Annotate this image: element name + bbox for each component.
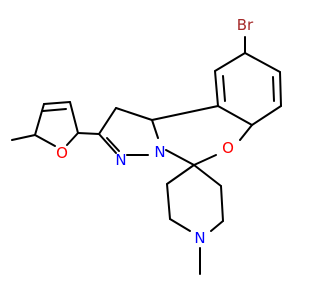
bond xyxy=(98,133,117,154)
bond xyxy=(151,105,219,121)
atom-label-n-pyrazoline: N xyxy=(115,151,126,169)
bond xyxy=(193,164,222,187)
bond xyxy=(34,134,56,147)
bromine-label: Br xyxy=(237,16,254,34)
bond xyxy=(217,105,253,126)
ring-nitrogen-label: N xyxy=(154,143,165,161)
atom-label-n-ring: N xyxy=(154,143,165,161)
bond xyxy=(165,149,195,166)
bond xyxy=(214,52,246,72)
bond xyxy=(239,124,253,141)
bond xyxy=(279,71,282,107)
bond xyxy=(272,76,275,102)
bond xyxy=(77,132,100,135)
bond xyxy=(169,218,191,232)
bond xyxy=(98,107,117,135)
atom-label-br: Br xyxy=(237,16,254,34)
bond xyxy=(166,164,195,185)
bond xyxy=(166,183,171,220)
molecule-structure: Br O N N O N xyxy=(11,16,282,275)
bond xyxy=(34,103,45,136)
bonds xyxy=(11,36,282,275)
bond xyxy=(66,132,79,146)
atom-label-n-piperidine: N xyxy=(194,229,205,247)
bond xyxy=(42,108,67,112)
bond xyxy=(210,220,224,232)
bond xyxy=(151,119,159,139)
bond xyxy=(220,185,224,222)
molecule-diagram: Br O N N O N xyxy=(11,16,282,275)
bond xyxy=(43,101,71,105)
atom-labels: Br O N N O N xyxy=(56,16,254,247)
piperidine-nitrogen-label: N xyxy=(194,229,205,247)
pyrazoline-nitrogen-label: N xyxy=(115,151,126,169)
bond xyxy=(11,134,36,141)
oxazine-oxygen-label: O xyxy=(222,139,234,157)
atom-label-o-oxazine: O xyxy=(222,139,234,157)
bond xyxy=(115,107,153,121)
furan-oxygen-label: O xyxy=(56,144,68,162)
bond xyxy=(193,154,217,166)
bond xyxy=(222,75,226,102)
bond xyxy=(106,137,120,152)
atom-label-o-furan: O xyxy=(56,144,68,162)
bond xyxy=(214,70,219,107)
bond xyxy=(244,52,281,73)
bond xyxy=(69,101,79,134)
bond xyxy=(251,105,282,126)
